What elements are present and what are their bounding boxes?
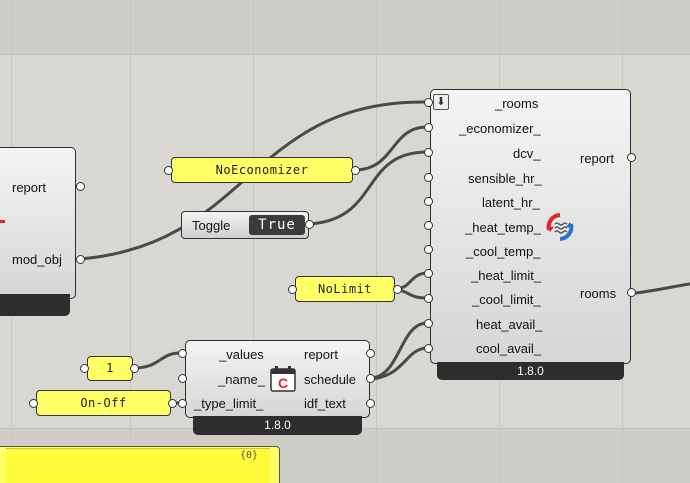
- red-mark-icon: [0, 220, 5, 223]
- input-port-heat-limit[interactable]: [424, 269, 433, 278]
- input-label: _economizer_: [459, 121, 541, 136]
- panel-count: {0}: [240, 450, 259, 461]
- panel-output-port[interactable]: [168, 399, 177, 408]
- schedule-component[interactable]: _values _name_ _type_limit_ report sched…: [185, 340, 370, 418]
- mod-obj-component[interactable]: report mod_obj: [0, 147, 76, 299]
- input-label: _values: [219, 347, 264, 362]
- panel-text: On-Off: [80, 396, 127, 410]
- output-port-report[interactable]: [627, 153, 636, 162]
- panel-limit[interactable]: NoLimit: [295, 276, 395, 302]
- panel-content-area: [6, 448, 270, 483]
- input-label: sensible_hr_: [468, 171, 542, 186]
- input-port-economizer[interactable]: [424, 123, 433, 132]
- input-port-sensible-hr[interactable]: [424, 173, 433, 182]
- panel-economizer[interactable]: NoEconomizer: [171, 157, 353, 183]
- input-port-rooms[interactable]: [424, 98, 433, 107]
- output-label: schedule: [304, 372, 357, 387]
- output-port-schedule[interactable]: [366, 374, 375, 383]
- wire: [370, 321, 428, 380]
- output-port-report[interactable]: [76, 182, 85, 191]
- panel-input-port[interactable]: [288, 285, 297, 294]
- toggle-output-port[interactable]: [305, 220, 314, 229]
- input-label: latent_hr_: [482, 195, 540, 210]
- input-port-cool-limit[interactable]: [424, 294, 433, 303]
- wire: [634, 282, 690, 295]
- output-label: rooms: [580, 286, 617, 301]
- grid-line: [376, 0, 377, 483]
- input-label: cool_avail_: [476, 341, 542, 356]
- output-label: mod_obj: [12, 252, 62, 267]
- output-label: report: [12, 180, 46, 195]
- svg-text:C: C: [278, 375, 288, 391]
- input-port-heat-temp[interactable]: [424, 221, 433, 230]
- input-port-latent-hr[interactable]: [424, 197, 433, 206]
- output-label: idf_text: [304, 396, 346, 411]
- panel-text: NoLimit: [317, 282, 373, 296]
- hvac-heat-cool-icon: [545, 212, 575, 242]
- grid-line: [253, 0, 254, 483]
- input-label: _heat_temp_: [465, 220, 541, 235]
- wire: [352, 125, 428, 172]
- input-port-type-limit[interactable]: [178, 399, 187, 408]
- panel-output-port[interactable]: [130, 364, 139, 373]
- input-label: _rooms: [495, 96, 539, 111]
- panel-values[interactable]: 1: [87, 356, 133, 381]
- input-port-cool-temp[interactable]: [424, 245, 433, 254]
- version-bar: 1.8.0: [437, 362, 624, 380]
- input-label: _type_limit_: [194, 396, 264, 411]
- panel-input-port[interactable]: [80, 364, 89, 373]
- output-port-idf-text[interactable]: [366, 399, 375, 408]
- version-label: 1.8.0: [517, 364, 544, 378]
- panel-text: NoEconomizer: [215, 163, 309, 177]
- wire: [132, 351, 182, 370]
- canvas-band-top: [0, 0, 690, 54]
- input-label: dcv_: [513, 146, 541, 161]
- grid-line: [0, 54, 690, 55]
- input-label: _name_: [218, 372, 265, 387]
- ideal-air-component[interactable]: _rooms _economizer_ dcv_ sensible_hr_ la…: [430, 89, 631, 364]
- panel-output-port[interactable]: [351, 166, 360, 175]
- toggle-label: Toggle: [192, 218, 231, 233]
- panel-text: 1: [106, 361, 114, 375]
- input-port-dcv[interactable]: [424, 148, 433, 157]
- input-port-name[interactable]: [178, 374, 187, 383]
- boolean-toggle[interactable]: Toggle True: [181, 211, 309, 239]
- input-label: heat_avail_: [476, 317, 543, 332]
- output-port-report[interactable]: [366, 349, 375, 358]
- input-port-values[interactable]: [178, 349, 187, 358]
- input-port-heat-avail[interactable]: [424, 319, 433, 328]
- input-label: _heat_limit_: [471, 268, 542, 283]
- wire: [370, 346, 428, 381]
- version-bar: 1.8.0: [193, 416, 362, 435]
- output-label: report: [304, 347, 338, 362]
- output-port-mod-obj[interactable]: [76, 255, 85, 264]
- wire: [307, 150, 428, 226]
- toggle-value[interactable]: True: [249, 215, 305, 235]
- version-bar: [0, 294, 70, 316]
- panel-input-port[interactable]: [29, 399, 38, 408]
- input-label: _cool_limit_: [472, 292, 541, 307]
- panel-output-port[interactable]: [393, 285, 402, 294]
- input-port-cool-avail[interactable]: [424, 344, 433, 353]
- panel-type-limit[interactable]: On-Off: [36, 390, 171, 416]
- version-label: 1.8.0: [264, 418, 291, 432]
- panel-input-port[interactable]: [164, 166, 173, 175]
- input-label: _cool_temp_: [466, 244, 541, 259]
- output-port-rooms[interactable]: [627, 288, 636, 297]
- calendar-c-icon: C: [270, 366, 296, 392]
- arrow-down-icon[interactable]: ⬇: [433, 94, 449, 110]
- grid-line: [130, 0, 131, 483]
- output-label: report: [580, 151, 614, 166]
